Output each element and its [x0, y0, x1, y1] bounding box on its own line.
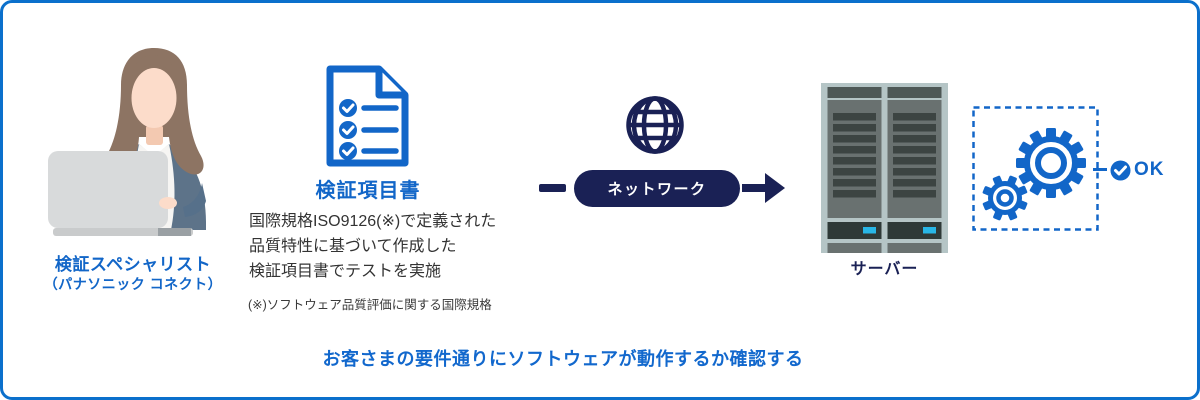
description-line: 検証項目書でテストを実施 [249, 263, 442, 280]
ok-connector-line [1093, 168, 1107, 171]
person-label-role: 検証スペシャリスト [54, 255, 212, 274]
description-line: 国際規格ISO9126(※)で定義された [249, 213, 497, 230]
document-description: 国際規格ISO9126(※)で定義された 品質特性に基づいて作成した 検証項目書… [249, 209, 529, 284]
network-pill: ネットワーク [574, 170, 740, 207]
checklist-document-icon [326, 65, 409, 167]
software-gears-box [972, 106, 1099, 231]
bottom-message: お客さまの要件通りにソフトウェアが動作するか確認する [322, 349, 804, 369]
verification-specialist-illustration [48, 48, 206, 236]
description-line: 品質特性に基づいて作成した [249, 238, 457, 255]
gear-large-icon [1016, 128, 1086, 198]
gear-small-icon [982, 175, 1028, 221]
server-column-right [887, 87, 942, 253]
ok-label: OK [1134, 159, 1165, 180]
flow-arrow-right-icon [742, 173, 785, 203]
network-label: ネットワーク [607, 181, 707, 198]
server-label: サーバー [850, 261, 919, 278]
person-label-company: （パナソニック コネクト） [43, 276, 223, 292]
check-list-rows [339, 99, 399, 160]
server-rack-icon [821, 83, 948, 253]
document-footnote: (※)ソフトウェア品質評価に関する国際規格 [248, 298, 492, 312]
document-title: 検証項目書 [315, 180, 421, 202]
globe-icon [626, 96, 684, 154]
dashed-border [972, 106, 1099, 231]
check-circle-icon [1110, 160, 1131, 181]
flow-line-left [539, 184, 566, 192]
server-column-left [827, 87, 882, 253]
